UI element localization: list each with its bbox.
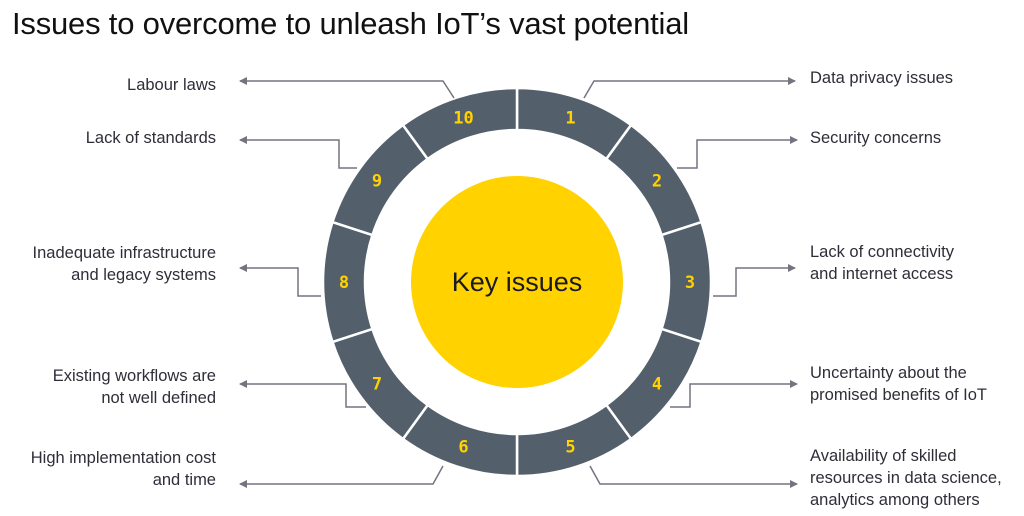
issue-label-line: analytics among others: [810, 491, 980, 509]
connector-arrow-10: [239, 77, 455, 99]
issue-label-9: Lack of standards: [86, 127, 216, 149]
issue-label-line: Lack of standards: [85, 129, 216, 147]
segment-number-6: 6: [458, 438, 468, 458]
issue-label-line: Data privacy issues: [810, 69, 954, 87]
segment-number-2: 2: [652, 171, 662, 191]
center-circle: [411, 176, 623, 388]
issue-label-line: High implementation cost: [30, 449, 216, 467]
connector-arrow-2: [677, 136, 798, 169]
issue-label-10: Labour laws: [127, 74, 216, 96]
issue-label-5: Availability of skilled resources in data…: [810, 445, 1002, 511]
connector-arrow-6: [239, 465, 444, 488]
connector-arrow-7: [239, 380, 366, 408]
connector-arrow-1: [583, 77, 796, 99]
issue-label-line: Availability of skilled: [810, 447, 957, 465]
issue-label-1: Data privacy issues: [810, 67, 953, 89]
issue-label-line: resources in data science,: [810, 469, 1002, 487]
issue-label-2: Security concerns: [810, 127, 941, 149]
segment-number-8: 8: [339, 273, 349, 293]
issue-label-line: Labour laws: [127, 76, 216, 94]
issue-label-line: and legacy systems: [71, 266, 216, 284]
issue-label-line: Uncertainty about the: [810, 364, 967, 382]
segment-number-3: 3: [685, 273, 695, 293]
page-title: Issues to overcome to unleash IoT’s vast…: [12, 6, 689, 41]
segment-number-10: 10: [453, 108, 473, 128]
segment-number-9: 9: [372, 171, 382, 191]
connector-arrow-4: [670, 380, 798, 408]
issue-label-line: Existing workflows are: [52, 367, 216, 385]
ring-segment-10: [401, 86, 519, 161]
connector-arrow-8: [239, 264, 321, 297]
segment-number-1: 1: [565, 108, 575, 128]
center-label: Key issues: [452, 267, 583, 297]
issue-label-line: Lack of connectivity: [810, 243, 954, 261]
issue-label-line: and time: [152, 471, 216, 489]
issue-label-line: Security concerns: [810, 129, 942, 147]
issue-label-line: not well defined: [101, 389, 216, 407]
issue-label-6: High implementation cost and time: [31, 447, 216, 491]
segment-number-5: 5: [565, 438, 575, 458]
connector-arrow-9: [239, 136, 357, 169]
issue-label-4: Uncertainty about the promised benefits o…: [810, 362, 987, 406]
segment-number-4: 4: [652, 375, 662, 395]
segment-number-7: 7: [372, 375, 382, 395]
issue-label-7: Existing workflows are not well defined: [53, 365, 216, 409]
issue-label-line: Inadequate infrastructure: [32, 244, 216, 262]
issue-label-line: and internet access: [810, 265, 954, 283]
issue-label-line: promised benefits of IoT: [810, 386, 988, 404]
connector-arrow-5: [589, 465, 798, 488]
issue-label-3: Lack of connectivity and internet access: [810, 241, 954, 285]
issue-label-8: Inadequate infrastructure and legacy syst…: [33, 242, 216, 286]
connector-arrow-3: [713, 264, 796, 297]
